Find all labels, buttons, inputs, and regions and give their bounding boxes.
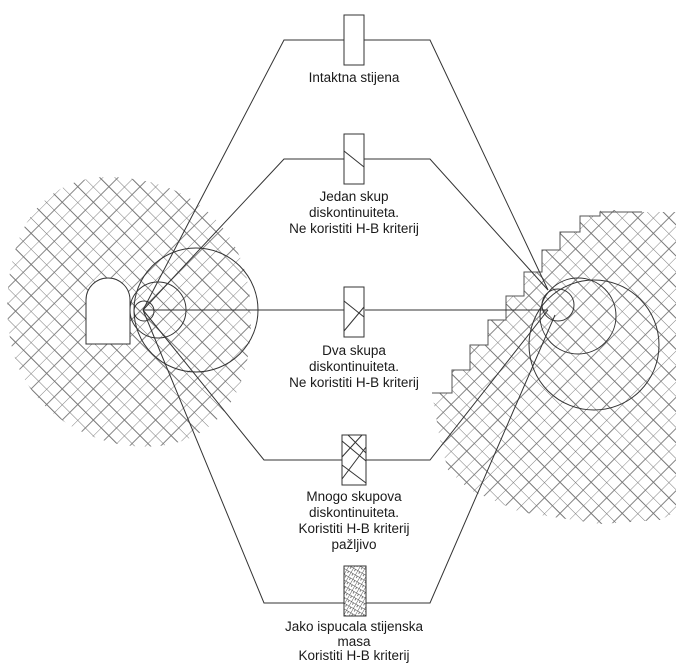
label-heavily-jointed-rock-mass: Jako ispucala stijenska masa Koristiti H… [284, 619, 424, 663]
sample-heavily-jointed [343, 565, 367, 617]
label-many-discontinuity-sets: Mnogo skupova diskontinuiteta. Koristiti… [298, 489, 410, 552]
right-rock-mass [432, 210, 676, 524]
label-one-discontinuity-set: Jedan skup diskontinuiteta. Ne koristiti… [289, 189, 419, 236]
sample-one-set [343, 133, 365, 185]
label-two-discontinuity-sets: Dva skupa diskontinuiteta. Ne koristiti … [289, 343, 419, 390]
connector-lines [142, 39, 556, 604]
tunnel-outline [85, 277, 131, 345]
slope-circles [528, 277, 660, 411]
label-intact-rock: Intaktna stijena [308, 70, 400, 85]
sample-many-sets [341, 434, 367, 486]
sample-two-sets [343, 286, 365, 338]
sample-intact [343, 14, 365, 66]
